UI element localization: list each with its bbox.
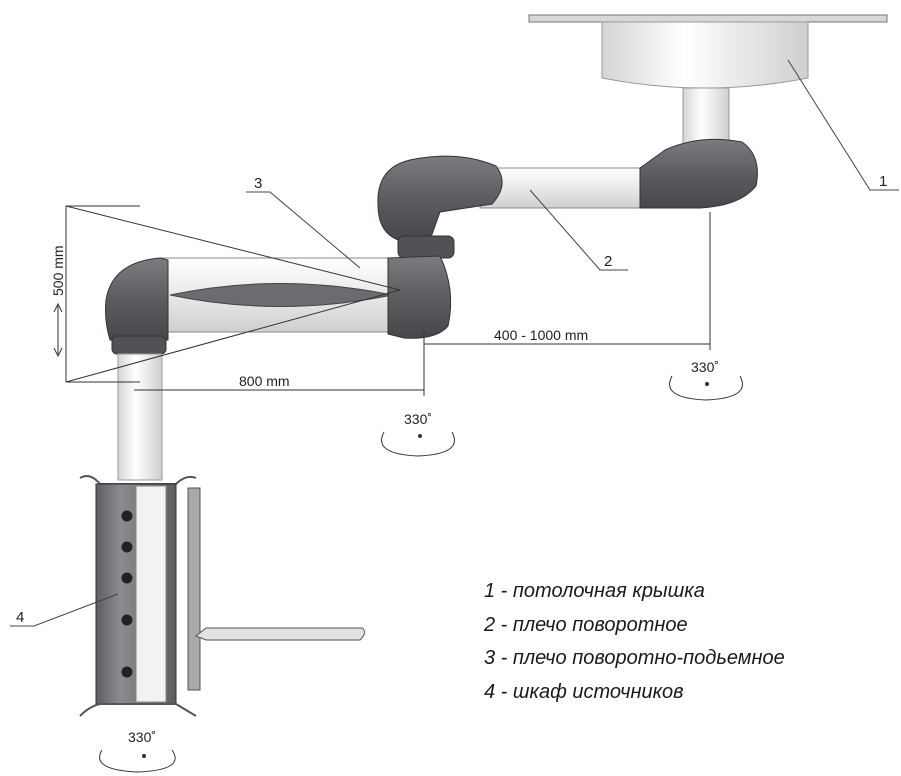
source-cabinet bbox=[79, 475, 366, 717]
rotation-label-top: 330˚ bbox=[691, 359, 719, 375]
cabinet-shelf bbox=[195, 627, 366, 641]
gas-outlet bbox=[120, 613, 134, 627]
arm-length-dimension-label: 800 mm bbox=[239, 373, 290, 389]
lift-arm-right-joint bbox=[387, 255, 452, 339]
legend-item: 2 - плечо поворотное bbox=[484, 613, 688, 636]
ceiling-canopy bbox=[601, 21, 809, 89]
gas-outlet bbox=[120, 540, 134, 554]
cabinet-rail bbox=[187, 487, 201, 691]
rotation-arc-middle bbox=[381, 431, 455, 457]
lower-column bbox=[117, 353, 163, 481]
height-arrow-head-down bbox=[53, 347, 63, 358]
rotating-arm bbox=[377, 138, 758, 259]
ceiling-plate bbox=[528, 14, 888, 23]
arm-range-dimension-label: 400 - 1000 mm bbox=[494, 327, 588, 343]
cabinet-outlets bbox=[120, 509, 134, 679]
rotation-arc-top bbox=[669, 375, 743, 401]
leader-3 bbox=[246, 191, 361, 269]
callout-3: 3 bbox=[254, 175, 262, 192]
rotation-label-middle: 330˚ bbox=[404, 411, 432, 427]
cabinet-bottom-handle bbox=[79, 703, 197, 717]
callout-1: 1 bbox=[879, 173, 887, 190]
dimension-lines bbox=[53, 205, 711, 396]
rotating-arm-right-joint bbox=[639, 138, 758, 209]
rotation-label-bottom: 330˚ bbox=[128, 729, 156, 745]
leader-2 bbox=[529, 189, 628, 271]
leader-lines bbox=[10, 59, 899, 627]
rotating-arm-left-joint bbox=[377, 155, 503, 241]
height-ext-top bbox=[65, 205, 401, 291]
height-arrow-head-up bbox=[53, 302, 63, 313]
rotation-center bbox=[142, 754, 146, 758]
leader-1 bbox=[787, 59, 899, 191]
legend-item: 1 - потолочная крышка bbox=[484, 580, 705, 602]
height-ext-bottom bbox=[65, 289, 401, 383]
ceiling-column bbox=[682, 87, 730, 147]
rotation-arc-bottom bbox=[99, 749, 176, 773]
rotation-center bbox=[705, 382, 709, 386]
middle-column-collar bbox=[397, 235, 455, 259]
gas-outlet bbox=[120, 509, 134, 523]
lower-column-collar bbox=[111, 335, 167, 355]
rotation-center bbox=[418, 434, 422, 438]
lift-arm bbox=[105, 255, 452, 481]
ceiling-cover bbox=[528, 14, 888, 147]
legend: 1 - потолочная крышка 2 - плечо поворотн… bbox=[484, 579, 785, 713]
gas-outlet bbox=[120, 571, 134, 585]
leader-4 bbox=[10, 593, 119, 627]
cabinet-light-panel bbox=[135, 485, 167, 703]
height-dimension-label: 500 mm bbox=[50, 245, 66, 296]
lift-arm-left-joint bbox=[105, 257, 169, 341]
gas-outlet bbox=[120, 665, 134, 679]
legend-item: 3 - плечо поворотно-подьемное bbox=[484, 647, 785, 669]
callout-2: 2 bbox=[604, 253, 612, 270]
legend-item: 4 - шкаф источников bbox=[484, 680, 684, 703]
rotating-arm-tube bbox=[479, 167, 671, 209]
rotation-indicators bbox=[99, 375, 743, 773]
callout-4: 4 bbox=[16, 609, 24, 626]
